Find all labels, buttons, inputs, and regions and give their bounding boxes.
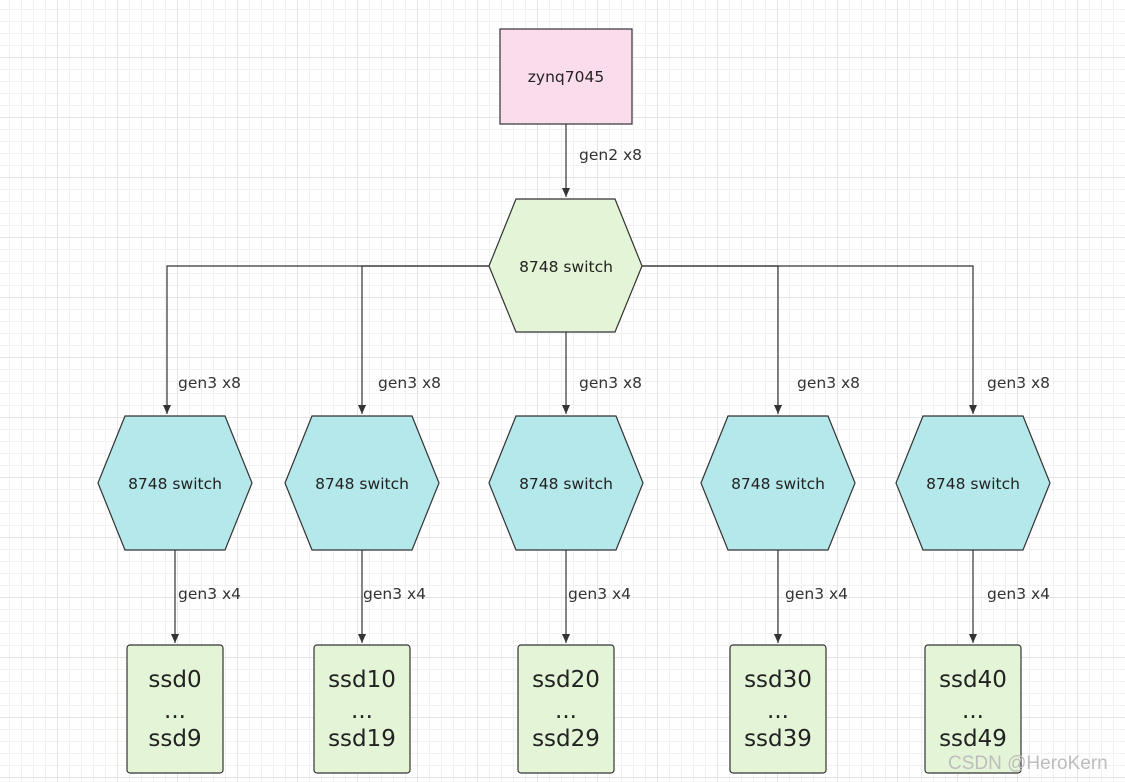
sub-switch-node-3[interactable] (700, 415, 856, 551)
sub-switch-label-1: 8748 switch (315, 475, 409, 493)
downlink-label-1: gen3 x4 (363, 585, 426, 603)
main-switch-node[interactable] (488, 198, 643, 333)
sub-switch-node-2[interactable] (488, 415, 644, 551)
uplink-label-4: gen3 x8 (987, 374, 1050, 392)
sub-switch-label-0: 8748 switch (128, 475, 222, 493)
downlink-label-2: gen3 x4 (568, 585, 631, 603)
uplink-edge-3 (642, 265, 782, 414)
downlink-label-0: gen3 x4 (178, 585, 241, 603)
ssd-line-1-2: ssd19 (328, 726, 396, 752)
ssd-line-2-2: ssd29 (532, 726, 600, 752)
uplink-edge-1 (358, 265, 489, 414)
ssd-group-node-2[interactable] (517, 644, 615, 774)
ssd-line-3-2: ssd39 (744, 726, 812, 752)
ssd-line-2-1: ... (555, 698, 577, 724)
ssd-line-2-0: ssd20 (532, 667, 600, 693)
zynq7045-label: zynq7045 (528, 68, 604, 86)
sub-switch-label-3: 8748 switch (731, 475, 825, 493)
ssd-group-node-0[interactable] (126, 644, 224, 774)
ssd-line-4-1: ... (962, 698, 984, 724)
sub-switch-node-1[interactable] (284, 415, 440, 551)
uplink-label-3: gen3 x8 (797, 374, 860, 392)
ssd-line-0-1: ... (164, 698, 186, 724)
uplink-edge-4 (642, 265, 977, 414)
uplink-label-0: gen3 x8 (178, 374, 241, 392)
ssd-line-1-0: ssd10 (328, 667, 396, 693)
ssd-group-node-3[interactable] (729, 644, 827, 774)
ssd-line-1-1: ... (351, 698, 373, 724)
ssd-line-4-2: ssd49 (939, 726, 1007, 752)
uplink-label-1: gen3 x8 (378, 374, 441, 392)
sub-switch-node-4[interactable] (895, 415, 1051, 551)
sub-switch-label-2: 8748 switch (519, 475, 613, 493)
connection-lines (163, 124, 977, 643)
ssd-line-4-0: ssd40 (939, 667, 1007, 693)
zynq7045-node[interactable] (499, 28, 633, 125)
ssd-group-node-1[interactable] (313, 644, 411, 774)
ssd-line-0-0: ssd0 (148, 667, 201, 693)
ssd-line-3-0: ssd30 (744, 667, 812, 693)
watermark: CSDN @HeroKern (948, 753, 1108, 774)
ssd-group-node-4[interactable] (924, 644, 1022, 774)
sub-switch-label-4: 8748 switch (926, 475, 1020, 493)
downlink-label-3: gen3 x4 (785, 585, 848, 603)
uplink-label-2: gen3 x8 (579, 374, 642, 392)
downlink-label-4: gen3 x4 (987, 585, 1050, 603)
sub-switch-node-0[interactable] (97, 415, 253, 551)
root-link-label: gen2 x8 (579, 146, 642, 164)
ssd-line-0-2: ssd9 (148, 726, 201, 752)
ssd-line-3-1: ... (767, 698, 789, 724)
main-switch-label: 8748 switch (519, 258, 613, 276)
